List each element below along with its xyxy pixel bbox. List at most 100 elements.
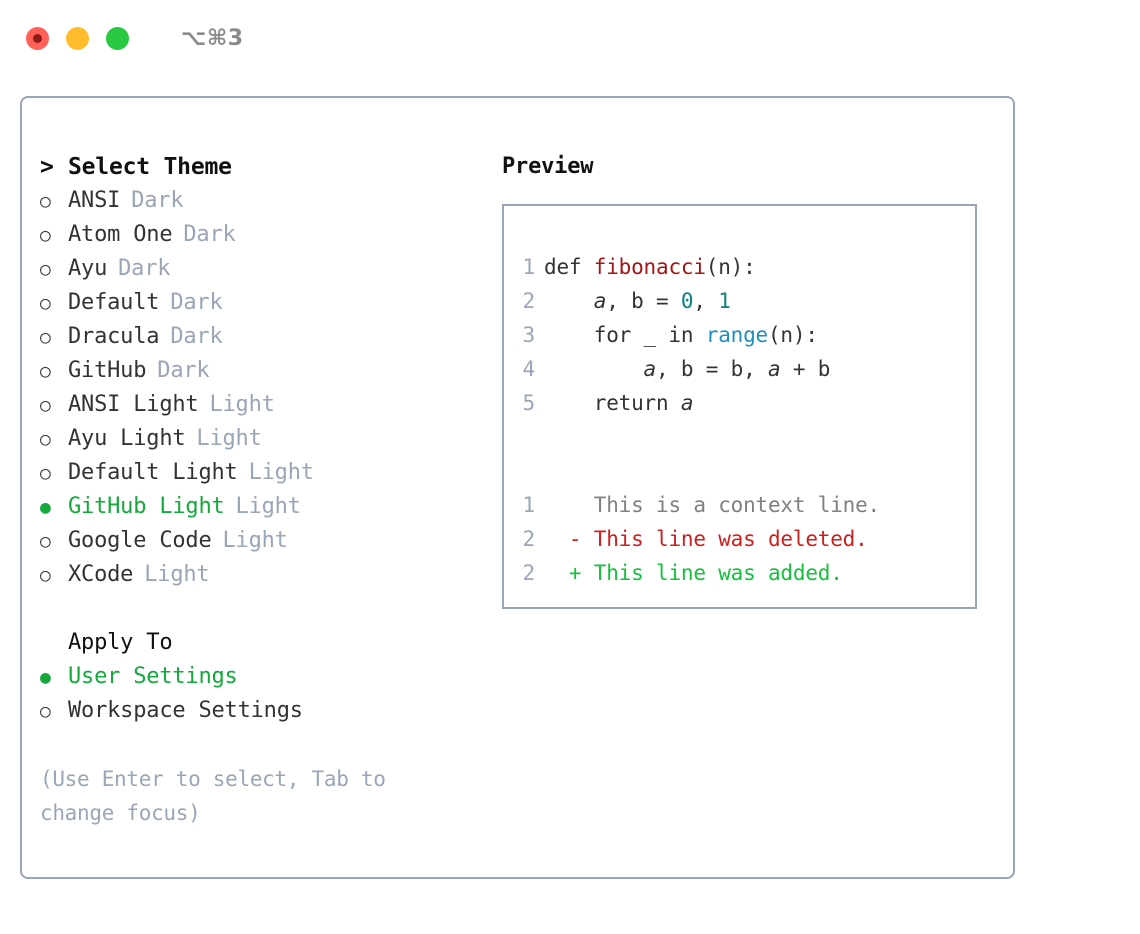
code-token-var: a	[768, 357, 781, 381]
diff-line-add: 2 + This line was added.	[504, 556, 975, 590]
code-line: 3 for _ in range(n):	[504, 318, 975, 352]
code-token-plain: for _ in	[544, 323, 706, 347]
diff-line-prefix	[544, 493, 594, 517]
code-token-call: range	[705, 323, 768, 347]
diff-line-number: 1	[522, 493, 536, 517]
diff-line-number: 2	[522, 561, 536, 585]
radio-unselected-icon: ○	[40, 565, 51, 586]
radio-unselected-icon: ○	[40, 225, 51, 246]
theme-option-variant: Dark	[170, 324, 223, 349]
theme-option-variant: Light	[144, 562, 210, 587]
diff-line-text: - This line was deleted.	[544, 522, 868, 556]
code-line-text: a, b = 0, 1	[544, 284, 731, 318]
theme-option-variant: Dark	[157, 358, 210, 383]
keyboard-shortcut-label: ⌥⌘3	[181, 25, 244, 51]
select-theme-heading-label: Select Theme	[68, 154, 232, 180]
theme-option-label: GitHub Light	[68, 494, 225, 519]
theme-option-variant: Dark	[170, 290, 223, 315]
diff-line-prefix: -	[544, 527, 594, 551]
code-token-plain: (n):	[767, 323, 818, 347]
code-token-num: 1	[718, 289, 731, 313]
code-token-var: a	[643, 357, 657, 381]
code-token-plain: , b =	[606, 289, 681, 313]
code-line-number: 3	[522, 323, 536, 347]
theme-option-variant: Dark	[131, 188, 184, 213]
theme-option-label: Default Light	[68, 460, 238, 485]
theme-option-ayu[interactable]: ○ Ayu Dark	[40, 252, 502, 286]
apply-to-heading-label: Apply To	[68, 630, 173, 655]
apply-to-option-label: User Settings	[68, 664, 238, 689]
radio-unselected-icon: ○	[40, 429, 51, 450]
theme-option-variant: Dark	[183, 222, 236, 247]
code-line-text: for _ in range(n):	[544, 318, 818, 352]
radio-unselected-icon: ○	[40, 191, 51, 212]
theme-option-label: ANSI Light	[68, 392, 199, 417]
title-bar: ⌥⌘3	[0, 0, 1140, 76]
maximize-button-icon[interactable]	[106, 26, 129, 50]
apply-to-option-workspace-settings[interactable]: ○ Workspace Settings	[40, 694, 502, 728]
code-token-plain: (n):	[705, 255, 756, 279]
diff-line-body: This line was added.	[593, 561, 843, 585]
code-line-text: return a	[544, 386, 694, 420]
diff-sample: 1 This is a context line.2 - This line w…	[504, 488, 975, 590]
radio-unselected-icon: ○	[40, 361, 51, 382]
radio-selected-icon: ●	[40, 667, 51, 688]
theme-option-label: Ayu Light	[68, 426, 186, 451]
theme-option-atom-one[interactable]: ○ Atom One Dark	[40, 218, 502, 252]
code-token-plain: + b	[780, 357, 831, 381]
code-line-text: a, b = b, a + b	[544, 352, 831, 386]
theme-option-label: Ayu	[68, 256, 108, 281]
apply-to-heading: Apply To	[40, 626, 502, 660]
theme-option-label: Atom One	[68, 222, 173, 247]
close-button-icon[interactable]	[26, 26, 49, 50]
code-token-plain	[544, 289, 594, 313]
theme-option-label: Default	[68, 290, 160, 315]
code-diff-gap	[504, 420, 975, 454]
code-token-var: a	[680, 391, 694, 415]
code-token-num: 0	[680, 289, 694, 313]
theme-option-variant: Dark	[118, 256, 171, 281]
window-controls	[26, 26, 129, 50]
theme-option-default-light[interactable]: ○ Default Light Light	[40, 456, 502, 490]
code-token-plain: return	[544, 391, 681, 415]
theme-option-label: Google Code	[68, 528, 212, 553]
diff-line-del: 2 - This line was deleted.	[504, 522, 975, 556]
apply-to-option-label: Workspace Settings	[68, 698, 303, 723]
apply-to-list: ● User Settings ○ Workspace Settings	[40, 660, 502, 728]
code-token-var: a	[593, 289, 607, 313]
radio-unselected-icon: ○	[40, 531, 51, 552]
apply-to-option-user-settings[interactable]: ● User Settings	[40, 660, 502, 694]
diff-line-text: This is a context line.	[544, 488, 880, 522]
diff-line-text: + This line was added.	[544, 556, 843, 590]
radio-unselected-icon: ○	[40, 395, 51, 416]
theme-option-variant: Light	[248, 460, 314, 485]
theme-option-label: Dracula	[68, 324, 160, 349]
code-token-plain: def	[544, 255, 594, 279]
code-line-number: 1	[522, 255, 536, 279]
code-line-number: 5	[522, 391, 536, 415]
radio-unselected-icon: ○	[40, 259, 51, 280]
code-line-number: 2	[522, 289, 536, 313]
minimize-button-icon[interactable]	[66, 26, 89, 50]
radio-unselected-icon: ○	[40, 463, 51, 484]
code-line-text: def fibonacci(n):	[544, 250, 756, 284]
select-theme-heading: > Select Theme	[40, 150, 502, 184]
radio-unselected-icon: ○	[40, 701, 51, 722]
code-line: 5 return a	[504, 386, 975, 420]
